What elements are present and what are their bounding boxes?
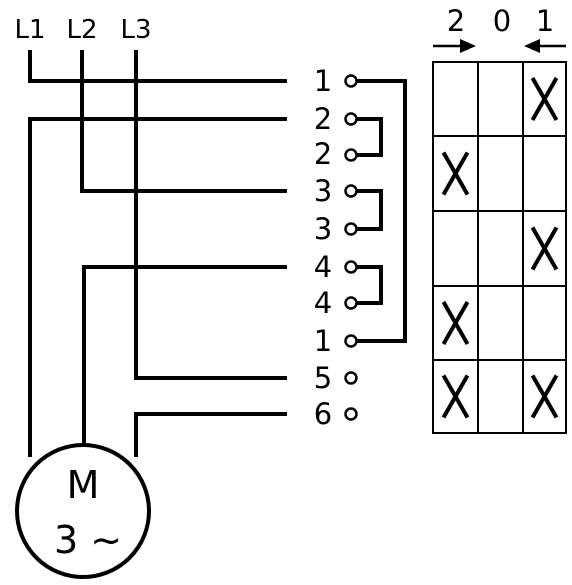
contact-mark — [530, 77, 559, 121]
terminal-label: 1 — [314, 64, 332, 98]
terminal-circle — [344, 112, 358, 126]
contact-mark — [441, 151, 470, 196]
terminal-circle — [344, 148, 358, 162]
switch-position-label: 2 — [447, 4, 465, 38]
terminal-label: 4 — [314, 250, 332, 284]
switch-position-label: 0 — [493, 4, 511, 38]
contact-mark — [441, 374, 470, 419]
wire-L3-to-terminal-5 — [134, 50, 287, 380]
terminal-circle — [344, 260, 358, 274]
wire-L1-to-terminal-1 — [28, 50, 287, 83]
terminal-circle — [344, 407, 358, 421]
terminal-label: 3 — [314, 174, 332, 208]
wire-L2-to-terminal-3 — [80, 50, 287, 193]
wire-motor-to-terminal-2 — [28, 117, 287, 457]
terminal-circle — [344, 371, 358, 385]
terminal-circle — [344, 296, 358, 310]
motor-phase-label: 3 ~ — [54, 518, 122, 562]
terminal-label: 3 — [314, 212, 332, 246]
switch-position-label: 1 — [536, 4, 554, 38]
bridge-terminal-4-to-4 — [354, 265, 383, 305]
terminal-label: 6 — [314, 397, 332, 431]
terminal-circle — [344, 334, 358, 348]
contact-mark — [441, 301, 470, 345]
terminal-label: 2 — [314, 102, 332, 136]
terminal-label: 1 — [314, 324, 332, 358]
contact-mark — [530, 374, 559, 419]
contact-mark — [530, 226, 559, 271]
wire-motor-to-terminal-6 — [134, 412, 287, 457]
motor-label: M — [67, 463, 100, 507]
contact-marks — [441, 77, 559, 419]
terminal-circle — [344, 74, 358, 88]
bridge-terminal-1-to-1 — [354, 79, 407, 343]
terminal-circle — [344, 184, 358, 198]
wire-motor-to-terminal-4 — [82, 265, 287, 447]
terminal-label: 4 — [314, 286, 332, 320]
line-label-L1: L1 — [14, 15, 45, 45]
bridge-terminal-2-to-2 — [354, 117, 383, 157]
arrow-right-icon — [433, 39, 476, 53]
line-label-L2: L2 — [66, 15, 97, 45]
contact-table — [432, 61, 567, 434]
bridge-terminal-3-to-3 — [354, 189, 383, 231]
motor-circle — [15, 443, 151, 579]
line-label-L3: L3 — [120, 15, 151, 45]
terminal-label: 5 — [314, 361, 332, 395]
terminal-circle — [344, 222, 358, 236]
arrow-left-icon — [524, 39, 566, 53]
terminal-label: 2 — [314, 137, 332, 171]
